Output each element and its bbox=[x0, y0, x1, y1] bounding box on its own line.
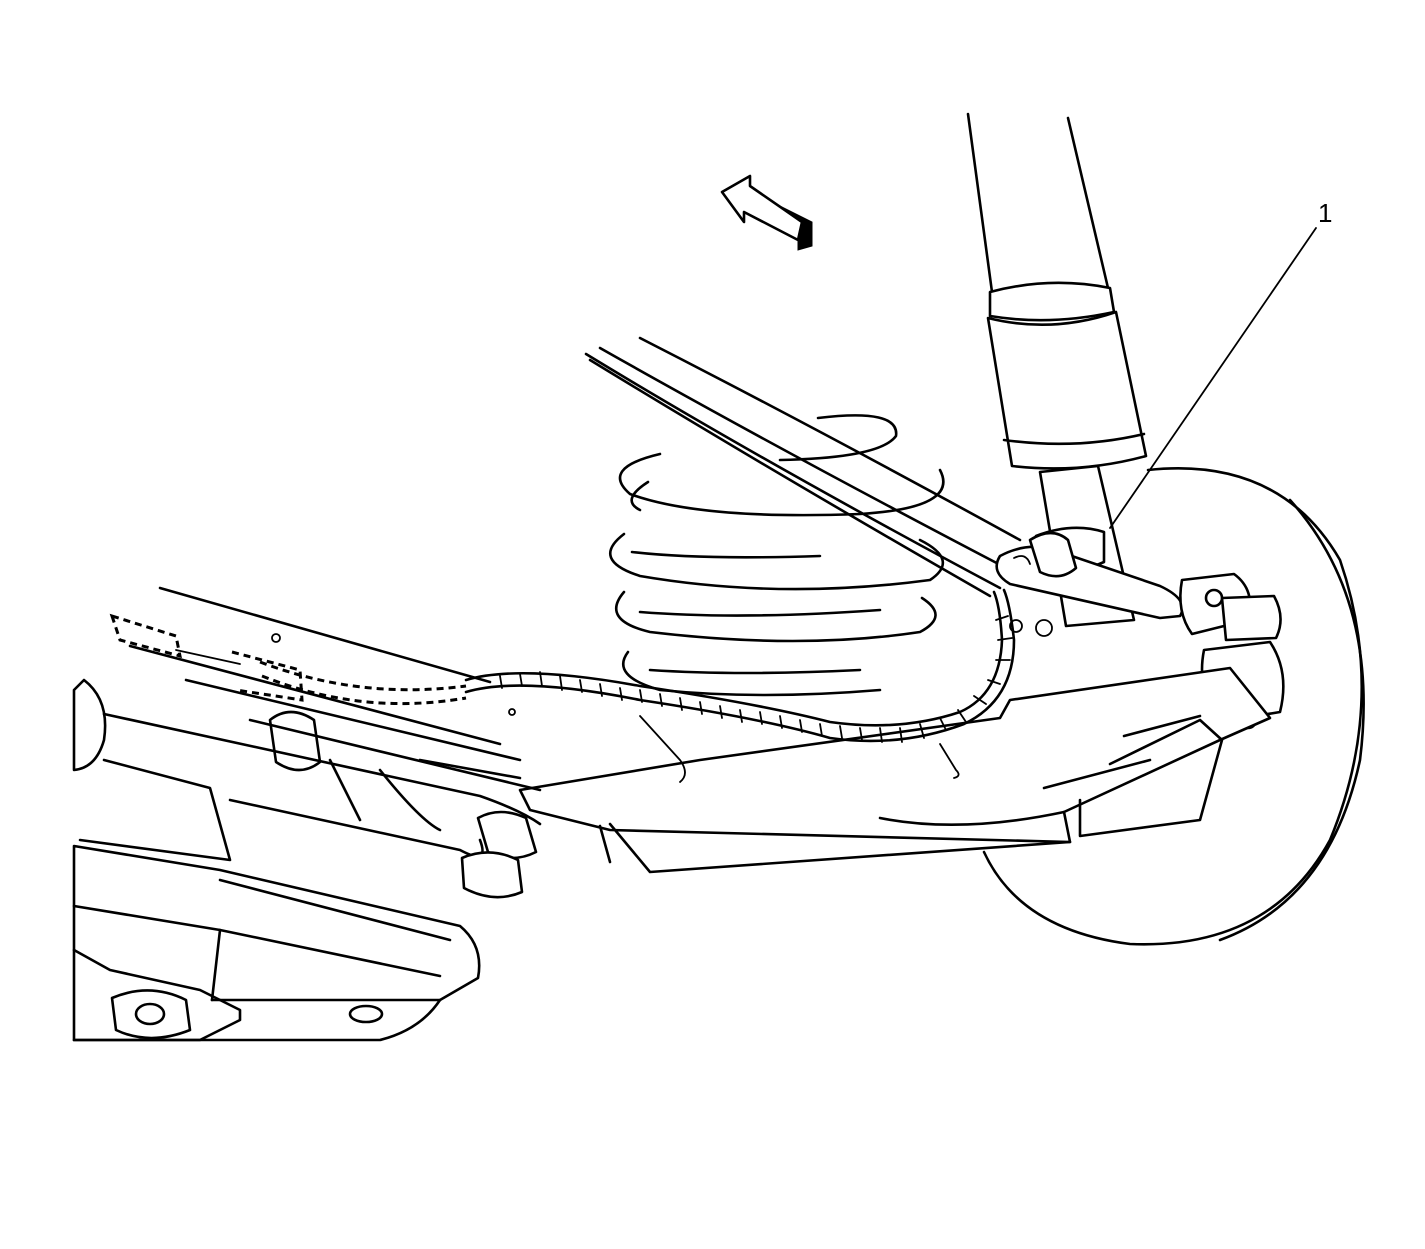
stabilizer-bar bbox=[584, 336, 1184, 620]
sensor-harness bbox=[464, 588, 1016, 783]
callout-1: 1 bbox=[1109, 198, 1332, 529]
trailing-arm bbox=[72, 844, 481, 1042]
brake-rotor bbox=[982, 467, 1365, 946]
lower-bracket bbox=[72, 948, 242, 1042]
axle-crossmember bbox=[72, 586, 542, 899]
mounting-bolts bbox=[508, 619, 1053, 716]
callout-label: 1 bbox=[1318, 198, 1332, 228]
direction-arrow-icon bbox=[720, 174, 813, 251]
coil-spring bbox=[609, 414, 945, 697]
lower-control-arm bbox=[518, 666, 1272, 874]
hidden-harness bbox=[109, 613, 467, 706]
